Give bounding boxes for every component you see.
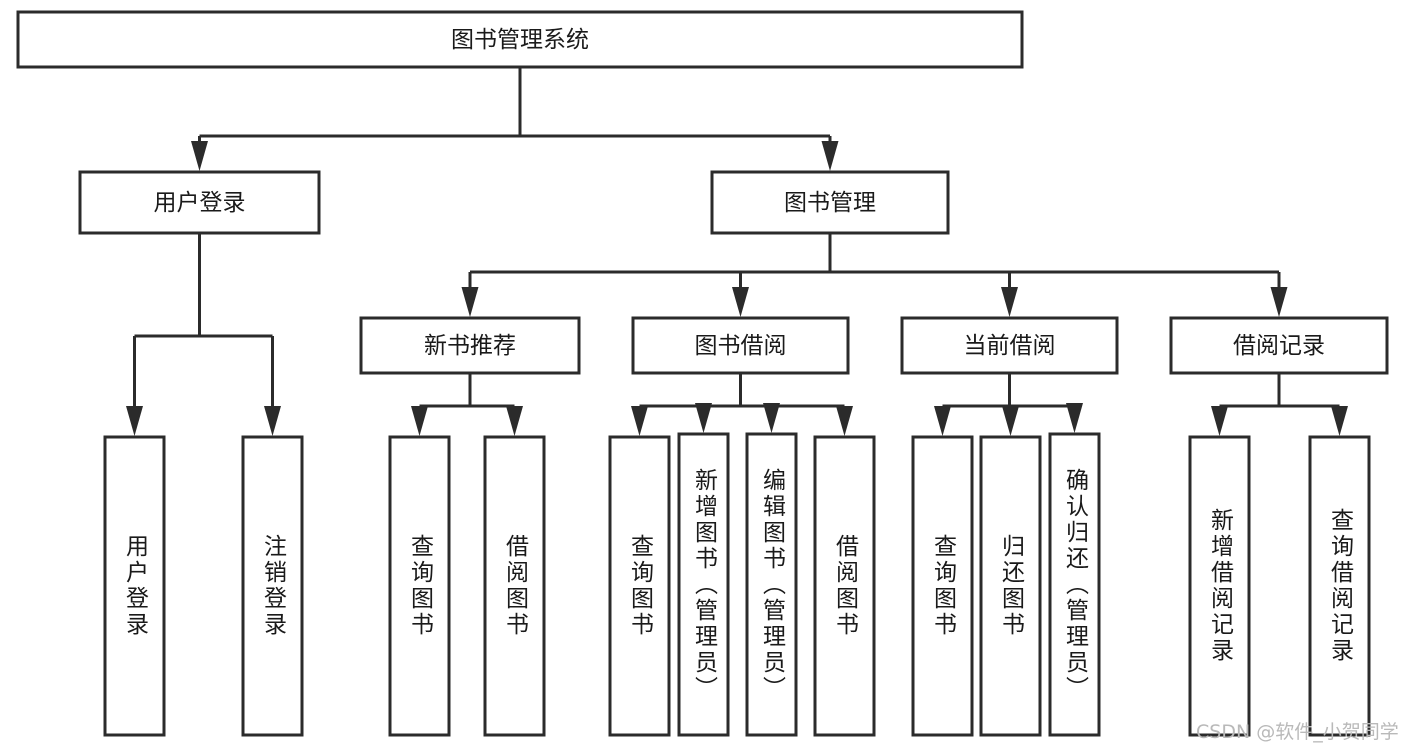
node-box-leaf-logout[interactable] xyxy=(241,435,304,737)
node-box-leaf-add-record[interactable] xyxy=(1188,435,1251,737)
node-label-book-manage: 图书管理 xyxy=(784,190,876,216)
connector-edge-bookmanage-to-level3 xyxy=(461,233,1288,317)
arrow-head-icon xyxy=(631,406,648,436)
node-box-new-book-recommend[interactable] xyxy=(359,316,581,375)
arrow-head-icon xyxy=(506,406,523,436)
node-box-leaf-borrow-book-2[interactable] xyxy=(813,435,876,737)
arrow-head-icon xyxy=(1066,403,1083,433)
node-label-book-borrow: 图书借阅 xyxy=(695,333,787,359)
node-box-book-borrow[interactable] xyxy=(631,316,850,375)
arrow-head-icon xyxy=(1211,406,1228,436)
arrow-head-icon xyxy=(1001,287,1018,317)
node-box-leaf-query-book-3[interactable] xyxy=(911,435,974,737)
node-box-book-manage[interactable] xyxy=(710,170,950,235)
connector-edge-record-to-leaves xyxy=(1211,373,1348,436)
arrow-head-icon xyxy=(821,141,839,171)
arrow-head-icon xyxy=(732,287,749,317)
node-box-leaf-query-record[interactable] xyxy=(1308,435,1371,737)
connector-edge-current-to-leaves xyxy=(934,373,1083,436)
node-box-current-borrow[interactable] xyxy=(900,316,1119,375)
node-box-leaf-confirm-return[interactable] xyxy=(1048,432,1101,737)
node-box-leaf-query-book-2[interactable] xyxy=(608,435,671,737)
connector-edge-root-to-level2 xyxy=(191,67,839,171)
arrow-head-icon xyxy=(264,406,281,436)
node-label-borrow-record: 借阅记录 xyxy=(1233,333,1325,359)
edges-layer xyxy=(126,67,1348,436)
node-box-root[interactable] xyxy=(16,10,1024,69)
node-box-leaf-edit-book[interactable] xyxy=(745,432,798,737)
arrow-head-icon xyxy=(836,406,853,436)
node-box-user-login[interactable] xyxy=(78,170,321,235)
arrow-head-icon xyxy=(934,406,951,436)
node-label-new-book-recommend: 新书推荐 xyxy=(424,333,516,359)
node-label-current-borrow: 当前借阅 xyxy=(964,333,1056,359)
node-box-leaf-user-login[interactable] xyxy=(103,435,166,737)
arrow-head-icon xyxy=(461,287,479,317)
arrow-head-icon xyxy=(126,406,143,436)
arrow-head-icon xyxy=(411,406,428,436)
connector-edge-recommend-to-leaves xyxy=(411,373,523,436)
arrow-head-icon xyxy=(1002,406,1019,436)
arrow-head-icon xyxy=(763,403,780,433)
node-box-leaf-query-book-1[interactable] xyxy=(388,435,451,737)
arrow-head-icon xyxy=(1331,406,1348,436)
boxes-layer xyxy=(16,10,1389,737)
arrow-head-icon xyxy=(1270,287,1288,317)
node-label-user-login: 用户登录 xyxy=(154,190,246,216)
csdn-watermark: CSDN @软件_小贺同学 xyxy=(1196,721,1399,743)
connector-edge-borrow-to-leaves xyxy=(631,373,853,436)
node-box-leaf-borrow-book-1[interactable] xyxy=(483,435,546,737)
node-box-borrow-record[interactable] xyxy=(1169,316,1389,375)
arrow-head-icon xyxy=(191,141,208,171)
arrow-head-icon xyxy=(695,403,712,433)
node-label-root: 图书管理系统 xyxy=(451,27,589,53)
node-box-leaf-add-book[interactable] xyxy=(677,432,730,737)
connector-edge-userlogin-to-leaves xyxy=(126,233,281,436)
node-box-leaf-return-book[interactable] xyxy=(979,435,1042,737)
